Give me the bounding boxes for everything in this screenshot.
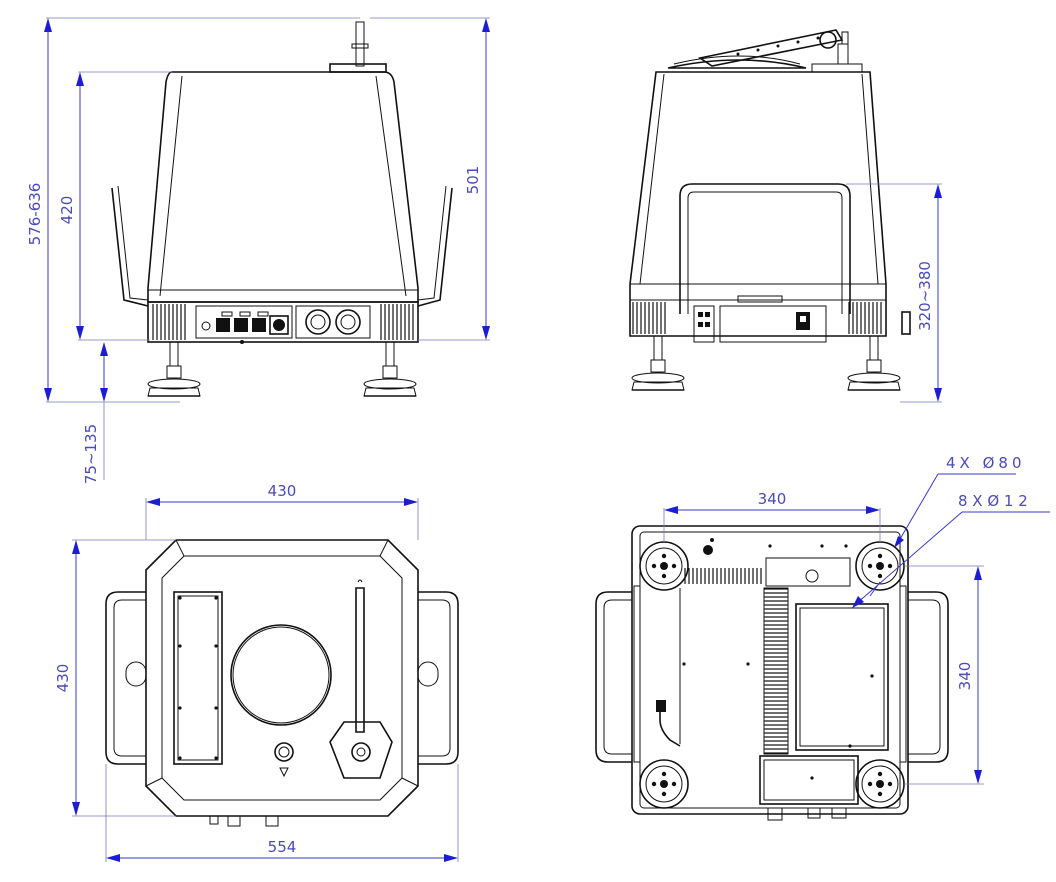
top-knob <box>274 742 294 762</box>
front-handle-left <box>111 187 149 307</box>
front-body <box>147 71 419 303</box>
bottom-handle-left <box>595 591 632 763</box>
dim-top-depth: 430 <box>54 664 72 693</box>
top-body <box>145 539 419 817</box>
top-handle-left <box>105 591 146 765</box>
front-view <box>111 21 453 397</box>
side-view <box>629 29 911 391</box>
dim-top-width: 430 <box>268 482 297 500</box>
bottom-view <box>595 525 949 821</box>
pad-top-left <box>639 541 689 591</box>
bottom-lower-box <box>759 755 859 805</box>
pad-bottom-left <box>639 759 689 809</box>
bottom-heatsink-side <box>764 588 788 754</box>
front-handle-right <box>417 187 453 307</box>
side-handle <box>679 183 851 314</box>
top-circular-window <box>230 624 332 726</box>
dim-front-total-height: 576-636 <box>26 183 44 246</box>
dim-foot-adjust: 75~135 <box>82 424 100 484</box>
bottom-large-panel <box>795 603 889 751</box>
dim-front-body-height: 420 <box>58 196 76 225</box>
dim-bottom-hole-spacing-x: 340 <box>758 490 787 508</box>
top-handle-right <box>418 591 459 765</box>
bottom-dimensions: 340 340 4X Ø80 8 X Ø 1 2 <box>663 454 1050 785</box>
top-view <box>105 539 459 827</box>
dim-side-handle-height: 320~380 <box>916 261 934 331</box>
pad-bottom-right <box>855 759 905 809</box>
pad-callout: 4X Ø80 <box>946 454 1025 472</box>
side-dimensions: 320~380 <box>846 183 942 403</box>
front-connector-panel <box>147 301 419 343</box>
top-dimensions: 430 430 554 <box>54 482 459 862</box>
dim-bottom-hole-spacing-y: 340 <box>956 662 974 691</box>
hole-callout: 8 X Ø 1 2 <box>958 492 1028 510</box>
bottom-heatsink-top <box>684 568 764 584</box>
top-lever <box>355 587 365 733</box>
top-access-panel <box>173 591 223 765</box>
dim-front-right-height: 501 <box>464 166 482 195</box>
dim-top-overall-width: 554 <box>268 838 297 856</box>
bottom-frame <box>631 525 909 815</box>
front-dimensions: 576-636 420 501 75~135 <box>26 17 490 484</box>
bottom-handle-right <box>908 591 949 763</box>
